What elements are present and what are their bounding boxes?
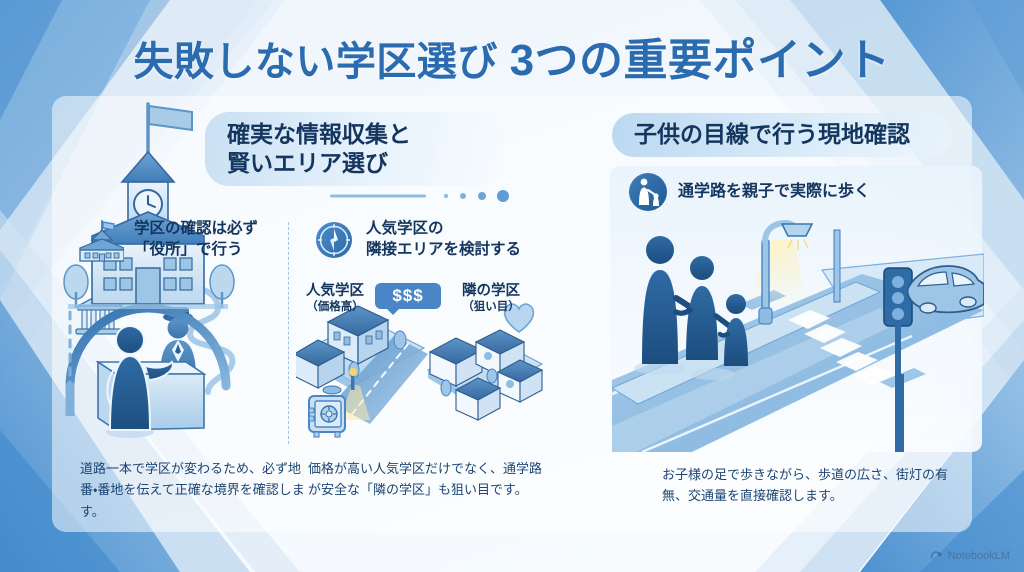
column-divider <box>288 222 289 444</box>
left-section-heading: 確実な情報収集と 賢いエリア選び <box>205 112 505 186</box>
house-next-3 <box>496 359 544 403</box>
point-3-heading-text: 通学路を親子で実際に歩く <box>678 183 871 201</box>
notebooklm-watermark: NotebookLM <box>930 549 1010 562</box>
point-2-heading-line1: 人気学区の <box>366 220 444 238</box>
label-popular-sub: （価格高） <box>306 301 364 314</box>
label-popular-main: 人気学区 <box>306 283 364 299</box>
heart-icon <box>503 303 535 333</box>
child-figure <box>717 294 748 366</box>
point-3-caption: お子様の足で歩きながら、歩道の広さ、街灯の有無、交通量を直接確認します。 <box>662 467 949 504</box>
point-1-heading: 学区の確認は必ず 「役所」で行う <box>72 218 258 262</box>
page-title-main: 失敗しない学区選び <box>133 40 498 84</box>
car <box>906 265 984 314</box>
point-3-heading: 通学路を親子で実際に歩く <box>628 172 870 212</box>
house-popular-small <box>296 339 346 389</box>
left-section-heading-line2: 賢いエリア選び <box>227 150 388 176</box>
family-figures <box>634 236 748 380</box>
mother-figure <box>673 256 737 360</box>
house-next-4 <box>454 377 502 421</box>
parent-child-walking-icon <box>629 173 667 211</box>
point-1-heading-line1: 学区の確認は必ず <box>134 220 259 238</box>
page-title: 失敗しない学区選び 3つの重要ポイント <box>0 24 1024 88</box>
point-2-heading: 人気学区の 隣接エリアを検討する <box>312 218 521 262</box>
safe-vault-icon <box>308 395 346 438</box>
street-lamp <box>744 220 814 325</box>
label-popular-district: 人気学区 （価格高） <box>296 282 374 315</box>
label-next-main: 隣の学区 <box>462 283 520 299</box>
government-counter-illustration <box>75 282 236 438</box>
right-section-heading: 子供の目線で行う現地確認 <box>612 113 952 157</box>
price-badge: $$$ <box>375 283 441 315</box>
school-building-icon <box>79 220 124 262</box>
point-1-heading-line2: 「役所」で行う <box>134 241 243 258</box>
left-section-heading-line1: 確実な情報収集と <box>227 120 411 147</box>
compass-icon <box>316 222 352 258</box>
street-lamp-glow <box>340 368 370 420</box>
point-2-caption: 価格が高い人気学区だけでなく、通学路が安全な「隣の学区」も狙い目です。 <box>308 461 543 498</box>
label-next-district: 隣の学区 （狙い目） <box>452 282 530 315</box>
point-2-heading-line2: 隣接エリアを検討する <box>366 241 522 258</box>
school-arch-illustration <box>63 102 235 416</box>
label-next-sub: （狙い目） <box>462 301 520 314</box>
right-section-heading-text: 子供の目線で行う現地確認 <box>634 121 910 148</box>
neighborhood-illustration <box>296 305 544 424</box>
crosswalk-illustration <box>612 220 984 452</box>
traffic-light <box>883 267 913 452</box>
page-title-emphasis: 3つの重要ポイント <box>509 36 891 85</box>
point-1-caption: 道路一本で学区が変わるため、必ず地番・番地を伝えて正確な境界を確認します。 <box>80 461 305 519</box>
notebooklm-icon <box>930 551 942 559</box>
notebooklm-watermark-label: NotebookLM <box>947 549 1010 562</box>
heading-divider-dots <box>330 190 509 202</box>
citizen-figure <box>106 325 174 438</box>
parked-car <box>322 385 342 395</box>
